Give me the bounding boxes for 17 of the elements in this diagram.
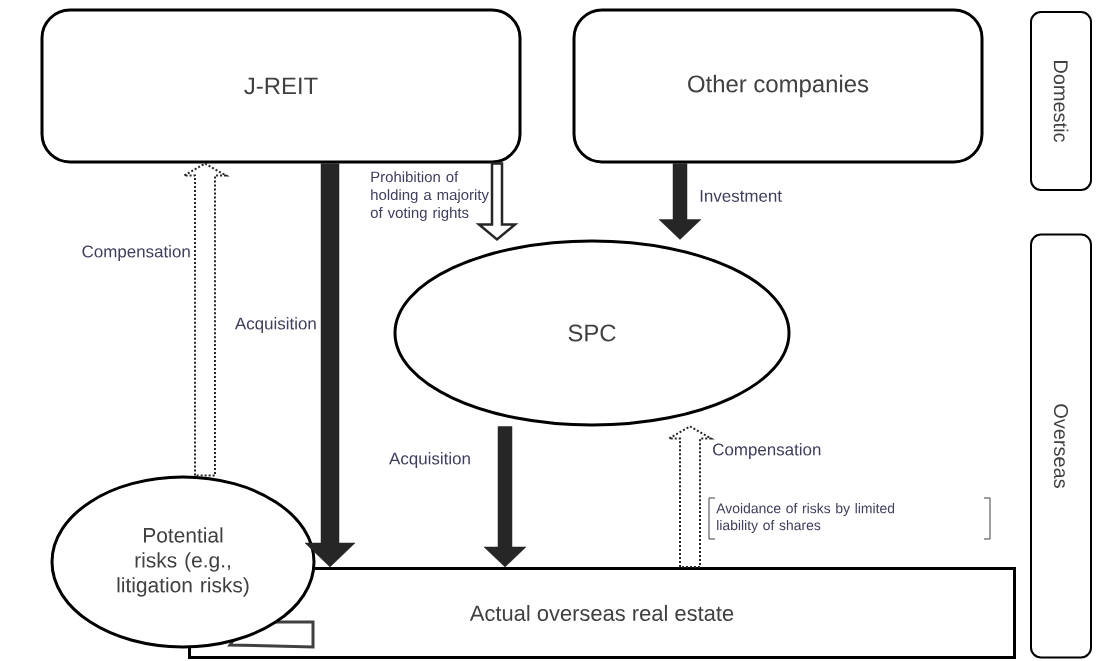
speech-bubble: Potential risks (e.g., litigation risks) <box>50 475 316 649</box>
edge-label: Compensation <box>82 245 190 261</box>
rounded-box: Other companies <box>572 8 984 164</box>
edge-label: Acquisition <box>234 317 316 333</box>
arrow <box>483 426 527 568</box>
ellipse-node: SPC <box>393 239 791 427</box>
edge-label: Compensation <box>713 443 821 459</box>
arrow <box>304 163 356 568</box>
arrow <box>475 162 519 242</box>
rounded-box: J-REIT <box>40 8 522 164</box>
side-tab: Domestic <box>1030 11 1092 191</box>
arrow <box>658 163 702 240</box>
edge-label: Prohibition of holding a majority of voting rights <box>370 171 489 221</box>
edge-label: Acquisition <box>389 452 470 468</box>
side-tab: Overseas <box>1030 233 1092 659</box>
bracketed-note: Avoidance of risks by limited liability of shares <box>708 497 991 540</box>
edge-label: Investment <box>700 190 782 202</box>
